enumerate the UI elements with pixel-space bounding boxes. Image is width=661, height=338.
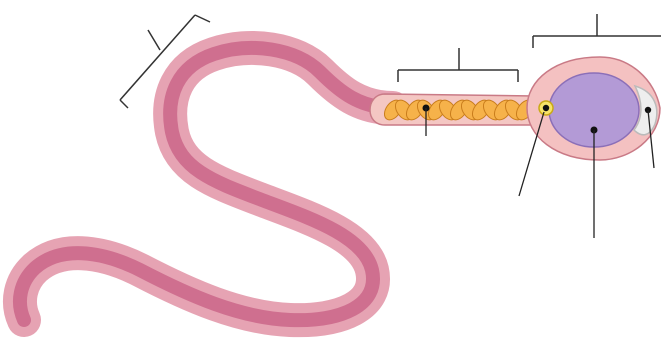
tail xyxy=(20,48,393,320)
midpiece-bracket xyxy=(398,48,518,82)
centriole-dot xyxy=(543,105,549,111)
mitochondria-spiral xyxy=(381,97,537,123)
head-bracket xyxy=(533,14,661,48)
midpiece xyxy=(370,94,548,125)
